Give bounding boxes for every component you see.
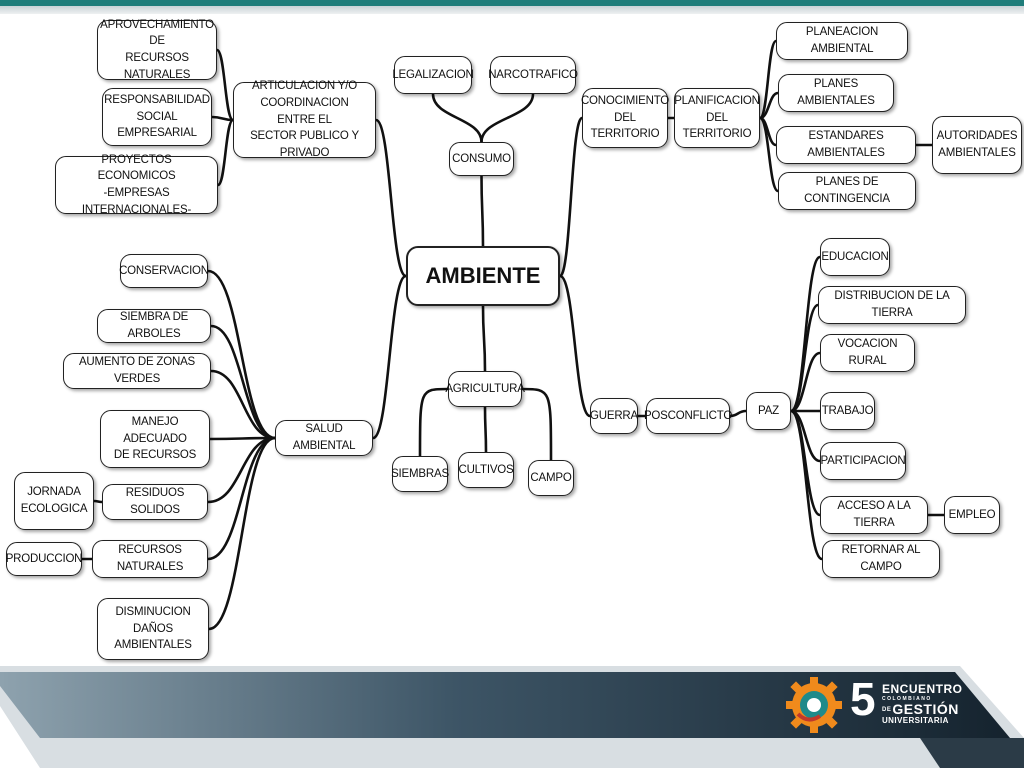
connector-paz-educacion — [789, 255, 822, 413]
node-acceso: ACCESO A LA TIERRA — [820, 496, 928, 534]
top-banner-teal-stripe — [0, 0, 1024, 6]
node-cultivos: CULTIVOS — [458, 452, 514, 488]
node-posconflicto: POSCONFLICTO — [644, 398, 732, 434]
node-narcotrafico: NARCOTRAFICO — [488, 56, 578, 94]
node-legalizacion: LEGALIZACION — [392, 56, 474, 94]
node-manejo: MANEJO ADECUADO DE RECURSOS — [100, 410, 210, 468]
event-logo: 5 ENCUENTRO COLOMBIANO DEGESTIÓN UNIVERS… — [780, 674, 980, 734]
node-produccion: PRODUCCION — [6, 542, 82, 576]
connector-center-articulacion — [374, 118, 408, 278]
connector-consumo-narcotrafico — [480, 92, 535, 144]
node-siembras: SIEMBRAS — [391, 456, 449, 492]
connector-residuos-jornada — [92, 499, 104, 504]
connector-salud-recursos_naturales — [206, 436, 277, 561]
connector-salud-zonas_verdes — [209, 369, 277, 440]
node-empleo: EMPLEO — [944, 496, 1000, 534]
node-trabajo: TRABAJO — [820, 392, 875, 430]
node-residuos: RESIDUOS SOLIDOS — [102, 484, 208, 520]
connector-articulacion-aprovechamiento — [215, 48, 235, 122]
node-jornada: JORNADA ECOLOGICA — [14, 472, 94, 530]
node-salud: SALUD AMBIENTAL — [275, 420, 373, 456]
logo-line-gestion: DEGESTIÓN — [882, 701, 959, 717]
node-conocimiento: CONOCIMIENTO DEL TERRITORIO — [581, 88, 669, 148]
logo-line-gestion-word: GESTIÓN — [892, 701, 959, 717]
footer-banner — [0, 666, 1024, 768]
connector-salud-siembra_arboles — [209, 324, 277, 440]
connector-center-agricultura — [481, 304, 487, 373]
node-paz: PAZ — [746, 392, 791, 430]
top-banner-grey-stripe — [0, 6, 1024, 14]
connector-paz-vocacion — [789, 351, 822, 413]
connector-articulacion-proyectos — [216, 118, 235, 187]
node-planes-ambientales: PLANES AMBIENTALES — [778, 74, 894, 112]
node-agricultura: AGRICULTURA — [445, 371, 525, 407]
node-zonas-verdes: AUMENTO DE ZONAS VERDES — [63, 353, 211, 389]
connector-paz-acceso — [789, 409, 822, 517]
connector-posconflicto-paz — [728, 409, 748, 418]
node-disminucion: DISMINUCION DAÑOS AMBIENTALES — [97, 598, 209, 660]
top-banner — [0, 0, 1024, 14]
node-proyectos: PROYECTOS ECONOMICOS -EMPRESAS INTERNACI… — [55, 154, 218, 216]
node-conservacion: CONSERVACION — [119, 254, 209, 288]
logo-number: 5 — [850, 673, 876, 725]
connector-salud-disminucion — [207, 436, 277, 631]
connector-center-conocimiento — [558, 116, 584, 278]
node-autoridades: AUTORIDADES AMBIENTALES — [932, 116, 1022, 174]
node-aprovechamiento: APROVECHAMIENTO DE RECURSOS NATURALES — [97, 19, 217, 81]
node-contingencia: PLANES DE CONTINGENCIA — [778, 172, 916, 210]
logo-line-gestion-prefix: DE — [882, 707, 892, 714]
connector-center-guerra — [558, 274, 592, 418]
connector-paz-retornar — [789, 409, 824, 561]
logo-line-colombiano: COLOMBIANO — [882, 696, 932, 702]
connector-articulacion-responsabilidad — [210, 115, 235, 122]
connector-salud-residuos — [206, 436, 277, 504]
mind-map-connectors — [80, 39, 946, 631]
connector-planificacion-contingencia — [758, 116, 780, 193]
connector-consumo-legalizacion — [431, 92, 483, 144]
logo-line-encuentro: ENCUENTRO — [882, 682, 963, 696]
node-guerra: GUERRA — [590, 398, 638, 434]
node-educacion: EDUCACION — [820, 238, 890, 276]
connector-salud-manejo — [208, 436, 277, 441]
node-consumo: CONSUMO — [449, 142, 514, 176]
central-node-ambiente: AMBIENTE — [406, 246, 560, 306]
gear-icon — [786, 677, 842, 733]
node-planificacion: PLANIFICACION DEL TERRITORIO — [674, 88, 760, 148]
node-articulacion: ARTICULACION Y/O COORDINACION ENTRE EL S… — [233, 80, 376, 159]
connector-salud-conservacion — [206, 269, 277, 440]
node-recursos-naturales: RECURSOS NATURALES — [92, 540, 208, 578]
node-distribucion: DISTRIBUCION DE LA TIERRA — [818, 286, 966, 324]
node-responsabilidad: RESPONSABILIDAD SOCIAL EMPRESARIAL — [102, 88, 212, 146]
connector-agricultura-siembras — [418, 387, 450, 458]
node-participacion: PARTICIPACION — [820, 442, 906, 480]
node-campo: CAMPO — [528, 460, 574, 496]
connector-agricultura-cultivos — [483, 405, 488, 454]
node-siembra-arboles: SIEMBRA DE ARBOLES — [97, 309, 211, 343]
node-estandares: ESTANDARES AMBIENTALES — [776, 126, 916, 164]
connector-paz-distribucion — [789, 303, 820, 413]
logo-line-universitaria: UNIVERSITARIA — [882, 716, 949, 725]
connector-agricultura-campo — [520, 387, 553, 462]
node-vocacion: VOCACION RURAL — [820, 334, 915, 372]
connector-center-salud — [371, 274, 408, 440]
node-retornar: RETORNAR AL CAMPO — [822, 540, 940, 578]
footer-graphic — [0, 666, 1024, 768]
node-planeacion: PLANEACION AMBIENTAL — [776, 22, 908, 60]
connector-center-consumo — [480, 174, 485, 248]
